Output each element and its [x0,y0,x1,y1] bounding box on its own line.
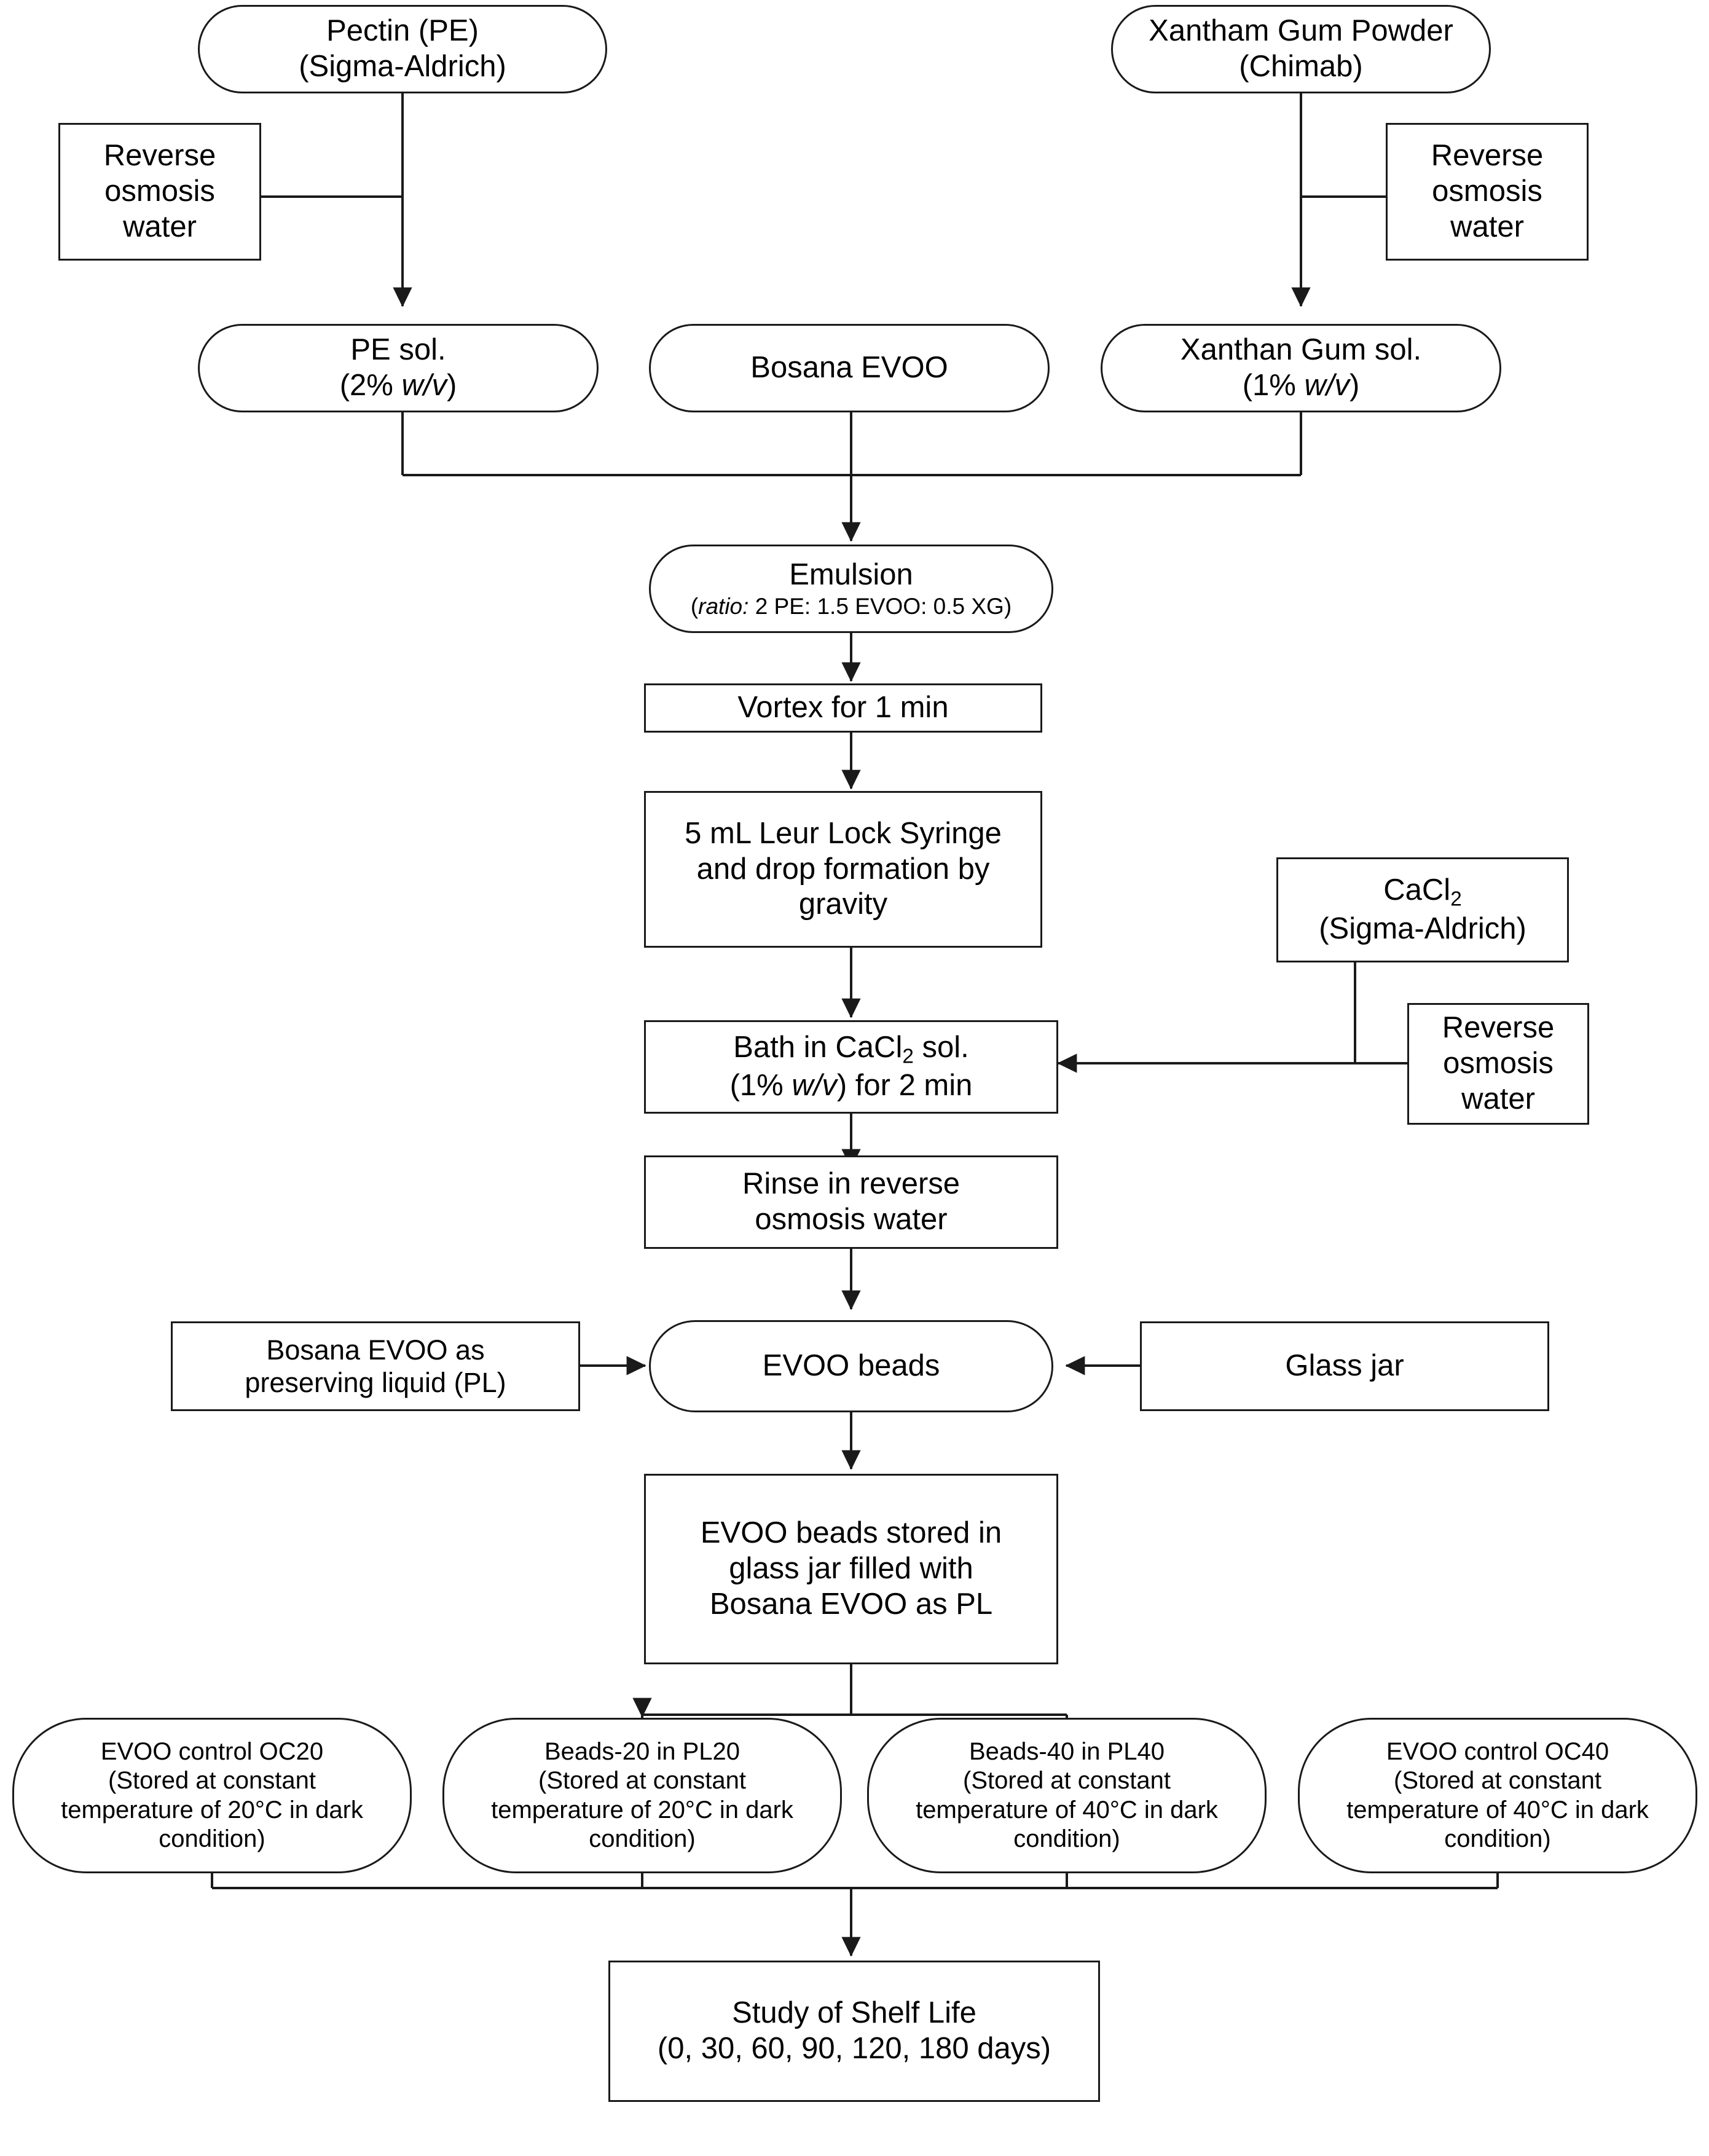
node-beads-stored-line2: glass jar filled with [729,1552,973,1586]
node-evoo-beads-label: EVOO beads [762,1349,940,1383]
node-condition-oc20[interactable]: EVOO control OC20 (Stored at constant te… [12,1718,412,1873]
node-oc40-line1: EVOO control OC40 [1386,1738,1609,1766]
node-pe-solution-wv: w/v [401,369,447,402]
node-shelf-life[interactable]: Study of Shelf Life (0, 30, 60, 90, 120,… [608,1961,1100,2102]
node-oc20-line3: temperature of 20°C in dark [61,1796,363,1824]
ro-left-line2: osmosis [104,175,215,208]
node-beads40-line3: temperature of 40°C in dark [916,1796,1218,1824]
node-beads40-line2: (Stored at constant [963,1767,1171,1795]
node-bath-line1-sub: 2 [902,1045,914,1068]
node-pe-solution-post: ) [446,369,457,402]
node-emulsion-ratio-value: 2 PE: 1.5 EVOO: 0.5 XG) [748,594,1012,620]
node-bath-line2-post: ) for 2 min [836,1069,973,1103]
node-condition-beads20[interactable]: Beads-20 in PL20 (Stored at constant tem… [442,1718,842,1873]
node-beads20-line3: temperature of 20°C in dark [491,1796,793,1824]
node-xanthan-sol-pre: (1% [1242,369,1305,402]
node-emulsion-ratio-label: ratio: [698,594,749,620]
node-cacl2-supplier: (Sigma-Aldrich) [1319,911,1526,945]
node-oc20-line1: EVOO control OC20 [100,1738,324,1766]
node-bath-line1: Bath in CaCl2 sol. [733,1030,969,1068]
node-condition-oc40[interactable]: EVOO control OC40 (Stored at constant te… [1298,1718,1697,1873]
node-emulsion[interactable]: Emulsion (ratio: 2 PE: 1.5 EVOO: 0.5 XG) [649,545,1053,633]
node-rinse-line2: osmosis water [755,1203,948,1236]
node-preserving-liquid-line1: Bosana EVOO as [266,1334,485,1366]
node-bath-line1-post: sol. [913,1030,969,1064]
node-bath-line2: (1% w/v) for 2 min [730,1069,973,1102]
node-beads-stored[interactable]: EVOO beads stored in glass jar filled wi… [644,1474,1058,1664]
node-glass-jar[interactable]: Glass jar [1140,1321,1549,1411]
node-pe-solution-pre: (2% [339,369,402,402]
node-beads-stored-line1: EVOO beads stored in [700,1516,1002,1550]
ro-cacl2-line1: Reverse [1442,1011,1555,1045]
node-preserving-liquid-line2: preserving liquid (PL) [245,1367,506,1398]
node-evoo-beads[interactable]: EVOO beads [649,1320,1053,1412]
node-vortex[interactable]: Vortex for 1 min [644,683,1042,733]
node-syringe-line2: and drop formation by [696,852,990,886]
node-beads40-line1: Beads-40 in PL40 [968,1738,1165,1766]
node-pectin[interactable]: Pectin (PE) (Sigma-Aldrich) [198,5,607,93]
node-syringe-line1: 5 mL Leur Lock Syringe [685,816,1002,850]
node-beads20-line2: (Stored at constant [538,1767,746,1795]
node-beads-stored-line3: Bosana EVOO as PL [709,1587,993,1621]
node-cacl2-formula-sub: 2 [1450,887,1462,911]
node-cacl2-formula: CaCl2 [1383,873,1461,910]
node-shelf-life-timepoints: (0, 30, 60, 90, 120, 180 days) [657,2032,1051,2065]
node-xanthan-sol-line1: Xanthan Gum sol. [1180,333,1422,367]
node-cacl2-bath[interactable]: Bath in CaCl2 sol. (1% w/v) for 2 min [644,1020,1058,1114]
node-rinse-line1: Rinse in reverse [742,1167,961,1201]
node-bosana-evoo[interactable]: Bosana EVOO [649,324,1050,412]
node-pe-solution-line1: PE sol. [350,333,446,367]
node-xantham-gum-powder[interactable]: Xantham Gum Powder (Chimab) [1111,5,1491,93]
node-pectin-line1: Pectin (PE) [326,14,479,48]
node-syringe[interactable]: 5 mL Leur Lock Syringe and drop formatio… [644,791,1042,948]
node-reverse-osmosis-water-cacl2[interactable]: Reverse osmosis water [1407,1003,1589,1125]
node-xanthan-sol-wv: w/v [1304,369,1350,402]
node-oc20-line4: condition) [159,1825,265,1852]
node-condition-beads40[interactable]: Beads-40 in PL40 (Stored at constant tem… [867,1718,1267,1873]
node-emulsion-paren-open: ( [690,594,699,620]
node-pectin-line2: (Sigma-Aldrich) [299,50,506,83]
node-reverse-osmosis-water-left[interactable]: Reverse osmosis water [58,123,261,261]
node-xantham-gum-powder-line1: Xantham Gum Powder [1149,14,1453,48]
node-bosana-evoo-label: Bosana EVOO [750,351,948,385]
node-beads40-line4: condition) [1013,1825,1120,1852]
node-bath-line2-wv: w/v [792,1069,837,1103]
ro-left-line3: water [123,210,197,243]
ro-cacl2-line3: water [1461,1082,1535,1115]
ro-right-line3: water [1450,210,1524,243]
node-reverse-osmosis-water-right[interactable]: Reverse osmosis water [1386,123,1589,261]
node-cacl2[interactable]: CaCl2 (Sigma-Aldrich) [1276,857,1569,962]
node-beads20-line1: Beads-20 in PL20 [544,1738,740,1766]
node-syringe-line3: gravity [798,887,888,921]
node-bath-line2-pre: (1% [729,1069,792,1103]
node-vortex-label: Vortex for 1 min [737,691,949,725]
ro-right-line2: osmosis [1432,175,1542,208]
node-glass-jar-label: Glass jar [1285,1349,1404,1383]
node-oc20-line2: (Stored at constant [108,1767,316,1795]
node-pe-solution[interactable]: PE sol. (2% w/v) [198,324,599,412]
ro-right-line1: Reverse [1431,139,1544,173]
node-xanthan-gum-solution[interactable]: Xanthan Gum sol. (1% w/v) [1101,324,1501,412]
node-oc40-line3: temperature of 40°C in dark [1346,1796,1649,1824]
node-shelf-life-title: Study of Shelf Life [732,1996,976,2030]
node-oc40-line2: (Stored at constant [1394,1767,1601,1795]
node-oc40-line4: condition) [1444,1825,1551,1852]
node-rinse[interactable]: Rinse in reverse osmosis water [644,1155,1058,1249]
node-xanthan-sol-post: ) [1349,369,1360,402]
node-beads20-line4: condition) [589,1825,696,1852]
ro-cacl2-line2: osmosis [1443,1047,1554,1080]
node-xantham-gum-powder-line2: (Chimab) [1239,50,1363,83]
node-preserving-liquid[interactable]: Bosana EVOO as preserving liquid (PL) [171,1321,580,1411]
node-emulsion-title: Emulsion [789,558,913,592]
node-bath-line1-pre: Bath in CaCl [733,1030,903,1064]
ro-left-line1: Reverse [103,139,216,173]
node-cacl2-formula-base: CaCl [1383,873,1451,907]
